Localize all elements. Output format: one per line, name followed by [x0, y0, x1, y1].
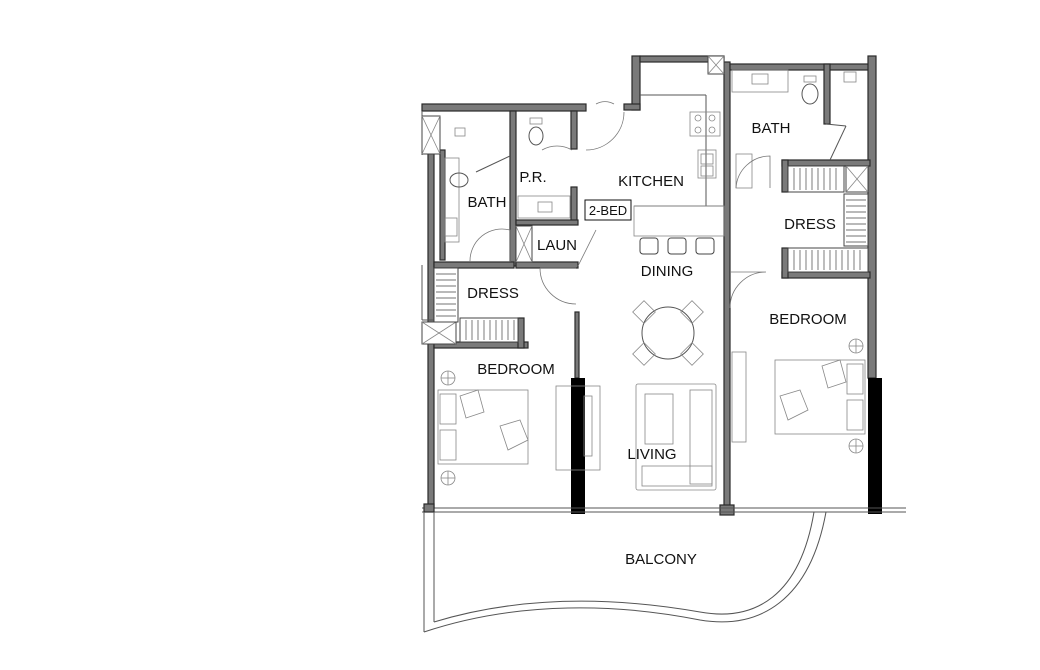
door-swing: [469, 228, 511, 263]
dining-table: [641, 306, 695, 360]
room-label-powder-room: P.R.: [519, 169, 546, 186]
dining-chair: [632, 300, 656, 324]
bar-stool: [667, 237, 687, 255]
wall-left-foot: [423, 503, 435, 513]
tv-unit-living: [555, 385, 601, 471]
wall-dress-left-right: [517, 317, 525, 349]
room-label-bedroom-left: BEDROOM: [477, 361, 555, 378]
balcony-outline: [423, 511, 827, 633]
room-label-bedroom-right: BEDROOM: [769, 311, 847, 328]
pr-vanity: [517, 195, 571, 219]
bed-left: [437, 389, 529, 465]
room-label-balcony: BALCONY: [625, 551, 697, 568]
wall-dress-right-left-low: [781, 247, 789, 279]
door-swing: [539, 267, 577, 305]
wall-pr-right-lower: [570, 186, 578, 222]
room-label-dress-right: DRESS: [784, 216, 836, 233]
room-label-bath-right: BATH: [752, 120, 791, 137]
wall-pr-right: [570, 110, 578, 150]
wardrobe-left-vertical: [433, 267, 459, 323]
wall-center: [723, 61, 731, 513]
wardrobe-right-top: [787, 165, 845, 193]
bar-stool: [639, 237, 659, 255]
wall-kitchen-jog-foot: [623, 103, 641, 111]
tag-2bed: 2-BED: [584, 199, 632, 221]
bar-stool: [695, 237, 715, 255]
wall-bath-right-divider: [823, 63, 831, 125]
wall-corridor-left: [574, 311, 580, 379]
wardrobe-left-horizontal: [459, 317, 519, 343]
sofa: [635, 383, 717, 491]
wardrobe-right-bottom: [787, 247, 869, 273]
wall-bath-bottom: [433, 261, 515, 269]
room-label-dress-left: DRESS: [467, 285, 519, 302]
kitchen-hob-icon: [689, 111, 721, 137]
left-bath-counter: [444, 157, 460, 243]
shafts: [421, 55, 869, 345]
wall-dress-right-bottom: [781, 271, 871, 279]
wall-right-top: [729, 63, 871, 71]
left-bath-toilet-icon: [449, 172, 469, 188]
wall-laun-top: [515, 219, 579, 226]
door-swing: [585, 111, 625, 151]
room-label-bath-left: BATH: [468, 194, 507, 211]
unit-type-tag: 2-BED: [589, 203, 627, 218]
dining-table-group: [632, 300, 704, 366]
wall-bath-pr: [509, 110, 517, 267]
kitchen-sink-icon: [697, 149, 717, 179]
door-swing: [729, 271, 767, 309]
door-swing: [577, 229, 597, 267]
room-label-kitchen: KITCHEN: [618, 173, 684, 190]
wall-right-outer: [867, 55, 877, 379]
bath-fixtures: [444, 69, 857, 243]
door-swing: [735, 155, 771, 189]
kitchen-fixtures: [633, 94, 725, 255]
wall-laun-bottom: [515, 261, 579, 269]
dining-chair: [680, 342, 704, 366]
room-label-dining: DINING: [641, 263, 694, 280]
wardrobes: [433, 165, 869, 343]
door-swing: [595, 101, 615, 105]
right-bedroom-furniture: [731, 338, 866, 454]
dining-chair: [680, 300, 704, 324]
room-label-living: LIVING: [627, 446, 676, 463]
wall-left-top: [421, 103, 587, 112]
tv-unit-bedroom: [731, 351, 747, 443]
living-furniture: [555, 383, 717, 491]
wall-kitchen-jog: [631, 55, 641, 111]
doors: [469, 101, 847, 309]
door-swing: [541, 145, 573, 151]
wardrobe-right-side: [843, 193, 869, 247]
wall-dress-right-left: [781, 159, 789, 193]
wall-dress-right-top: [781, 159, 871, 167]
column-center-foot: [719, 504, 735, 516]
room-label-laundry: LAUN: [537, 237, 577, 254]
right-bath-vanity: [731, 69, 789, 93]
bed-right: [774, 359, 866, 435]
column-right: [868, 378, 882, 514]
right-bath-toilet-icon: [801, 83, 819, 105]
column-left: [571, 378, 585, 514]
coffee-table: [644, 393, 674, 445]
pr-toilet-icon: [528, 126, 544, 146]
dining-chair: [632, 342, 656, 366]
kitchen-island: [633, 205, 725, 237]
wall-bath-left-mid: [439, 149, 446, 261]
left-bedroom-furniture: [437, 370, 529, 486]
